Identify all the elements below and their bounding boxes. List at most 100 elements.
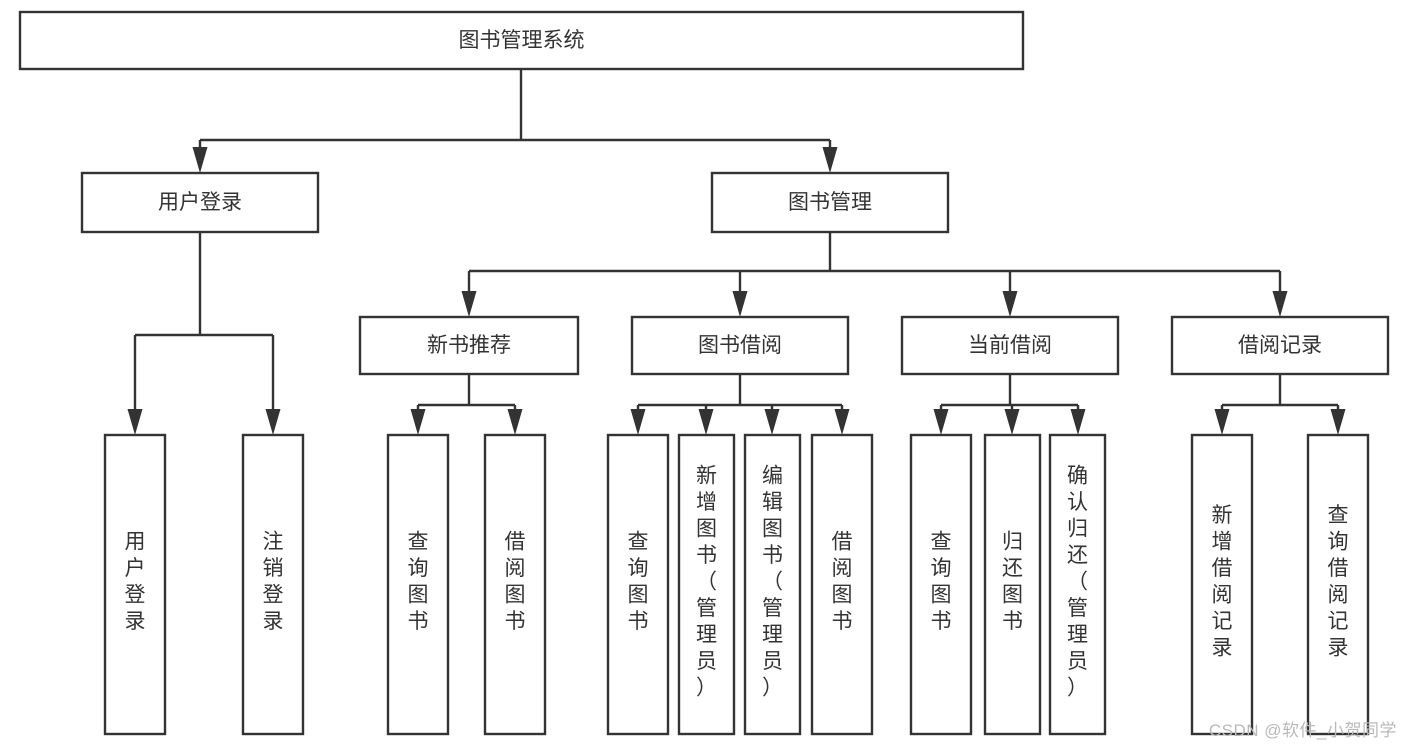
node-box[interactable] [386, 433, 450, 736]
node-borrow-records[interactable]: 借阅记录 [1170, 315, 1390, 376]
arrow-10 [630, 405, 646, 435]
node-box[interactable] [103, 433, 167, 736]
node-label: 图书管理 [788, 191, 872, 214]
node-leaf-return-book[interactable]: 归还图书 [983, 433, 1042, 736]
arrow-head-icon [1272, 291, 1288, 317]
arrow-head-icon [1214, 409, 1230, 435]
arrow-2 [461, 271, 477, 317]
node-box[interactable] [358, 315, 580, 376]
arrow-head-icon [822, 147, 838, 173]
node-label: 借阅记录 [1238, 334, 1322, 357]
arrow-head-icon [1004, 409, 1020, 435]
arrow-9 [507, 405, 523, 435]
arrowheads-layer [127, 140, 1346, 435]
node-box[interactable] [483, 433, 547, 736]
arrow-17 [1214, 405, 1230, 435]
node-root[interactable]: 图书管理系统 [18, 10, 1025, 71]
node-box[interactable] [743, 433, 802, 736]
node-leaf-edit-book-admin[interactable]: 编辑图书（管理员） [743, 433, 802, 736]
arrow-8 [410, 405, 426, 435]
arrow-head-icon [1070, 409, 1086, 435]
node-label: 新增借阅记录 [1212, 504, 1233, 660]
arrow-6 [127, 335, 143, 435]
arrow-head-icon [461, 291, 477, 317]
node-new-book-recommend[interactable]: 新书推荐 [358, 315, 580, 376]
node-leaf-query-book-3[interactable]: 查询图书 [909, 433, 973, 736]
node-box[interactable] [1306, 433, 1370, 736]
node-label: 用户登录 [158, 191, 242, 214]
connector-bus-book-management [469, 232, 1280, 273]
arrow-head-icon [1002, 291, 1018, 317]
node-label: 归还图书 [1002, 531, 1023, 634]
node-box[interactable] [710, 171, 950, 234]
arrow-12 [764, 405, 780, 435]
node-book-management[interactable]: 图书管理 [710, 171, 950, 234]
node-label: 借阅图书 [505, 531, 526, 634]
node-label: 图书管理系统 [459, 29, 585, 52]
arrow-head-icon [1330, 409, 1346, 435]
arrow-head-icon [698, 409, 714, 435]
connector-bus-root [200, 69, 830, 142]
node-leaf-borrow-book-2[interactable]: 借阅图书 [810, 433, 874, 736]
node-box[interactable] [983, 433, 1042, 736]
arrow-16 [1070, 405, 1086, 435]
node-label: 图书借阅 [698, 334, 782, 357]
arrow-head-icon [410, 409, 426, 435]
arrow-head-icon [764, 409, 780, 435]
node-current-borrow[interactable]: 当前借阅 [900, 315, 1120, 376]
node-label: 确认归还（管理员） [1067, 464, 1088, 699]
node-leaf-user-login[interactable]: 用户登录 [103, 433, 167, 736]
node-box[interactable] [606, 433, 670, 736]
connector-bus-user-login [135, 232, 273, 337]
node-leaf-query-book-2[interactable]: 查询图书 [606, 433, 670, 736]
node-box[interactable] [1170, 315, 1390, 376]
arrow-11 [698, 405, 714, 435]
node-label: 注销登录 [263, 531, 284, 634]
node-book-borrow[interactable]: 图书借阅 [630, 315, 850, 376]
node-leaf-add-book-admin[interactable]: 新增图书（管理员） [677, 433, 736, 736]
node-box[interactable] [1190, 433, 1254, 736]
node-leaf-query-borrow-record[interactable]: 查询借阅记录 [1306, 433, 1370, 736]
nodes-layer: 图书管理系统用户登录图书管理新书推荐图书借阅当前借阅借阅记录用户登录注销登录查询… [18, 10, 1390, 736]
node-label: 查询图书 [408, 531, 429, 634]
node-box[interactable] [677, 433, 736, 736]
node-leaf-borrow-book-1[interactable]: 借阅图书 [483, 433, 547, 736]
node-box[interactable] [80, 171, 320, 234]
connectors-layer [135, 69, 1338, 407]
node-leaf-logout-login[interactable]: 注销登录 [241, 433, 305, 736]
node-label: 当前借阅 [968, 334, 1052, 357]
arrow-1 [822, 140, 838, 173]
node-box[interactable] [18, 10, 1025, 71]
node-label: 查询借阅记录 [1328, 504, 1349, 660]
arrow-4 [1002, 271, 1018, 317]
node-box[interactable] [810, 433, 874, 736]
node-leaf-query-book-1[interactable]: 查询图书 [386, 433, 450, 736]
arrow-head-icon [265, 409, 281, 435]
arrow-14 [933, 405, 949, 435]
node-leaf-add-borrow-record[interactable]: 新增借阅记录 [1190, 433, 1254, 736]
arrow-head-icon [834, 409, 850, 435]
arrow-5 [1272, 271, 1288, 317]
node-leaf-confirm-return-admin[interactable]: 确认归还（管理员） [1048, 433, 1107, 736]
arrow-head-icon [630, 409, 646, 435]
node-box[interactable] [1048, 433, 1107, 736]
arrow-head-icon [192, 147, 208, 173]
arrow-15 [1004, 405, 1020, 435]
node-label: 编辑图书（管理员） [762, 464, 783, 699]
connector-bus-new-book-recommend [418, 374, 515, 407]
arrow-0 [192, 140, 208, 173]
node-box[interactable] [241, 433, 305, 736]
node-box[interactable] [630, 315, 850, 376]
node-label: 新增图书（管理员） [696, 464, 717, 699]
node-label: 借阅图书 [832, 531, 853, 634]
arrow-head-icon [127, 409, 143, 435]
arrow-head-icon [732, 291, 748, 317]
arrow-head-icon [507, 409, 523, 435]
node-user-login[interactable]: 用户登录 [80, 171, 320, 234]
arrow-7 [265, 335, 281, 435]
arrow-head-icon [933, 409, 949, 435]
node-box[interactable] [900, 315, 1120, 376]
node-box[interactable] [909, 433, 973, 736]
